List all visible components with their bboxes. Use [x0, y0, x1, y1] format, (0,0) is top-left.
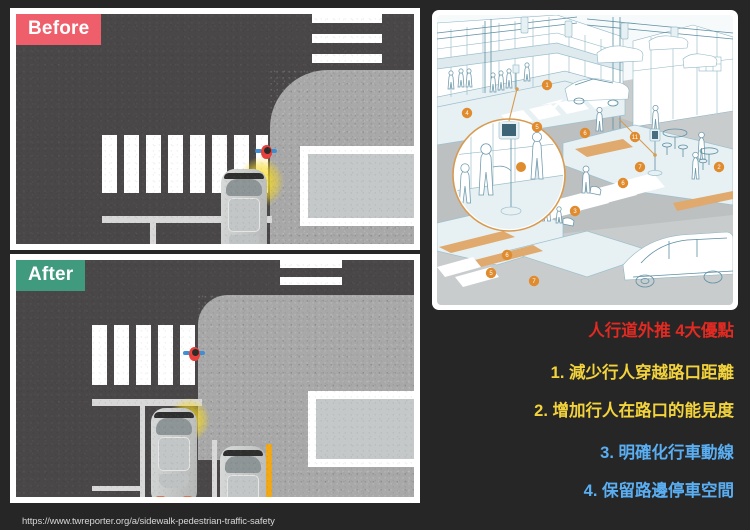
svg-text:5: 5 — [489, 271, 493, 277]
kerb-line — [102, 216, 272, 223]
parking-bay-line — [140, 406, 145, 497]
svg-text:3: 3 — [573, 209, 577, 215]
before-after-column: Before — [10, 8, 420, 527]
before-scene: Before — [16, 14, 414, 244]
car-top-down — [151, 408, 197, 497]
pedestrian-figure — [183, 345, 205, 363]
car-top-down — [220, 446, 266, 497]
vertical-crosswalk-stripe — [312, 14, 382, 23]
pedestrian-figure — [255, 143, 277, 161]
crosswalk-stripe — [114, 325, 129, 385]
before-diagram-frame: Before — [10, 8, 420, 250]
parking-bay-line — [150, 223, 156, 244]
crosswalk-stripe — [190, 135, 205, 193]
crosswalk-stripe — [124, 135, 139, 193]
svg-text:6: 6 — [583, 131, 587, 137]
before-badge: Before — [16, 14, 102, 46]
advantage-item-3: 3. 明確化行車動線 — [600, 444, 734, 462]
svg-text:1: 1 — [545, 83, 549, 89]
svg-text:5: 5 — [535, 125, 539, 131]
vertical-crosswalk-stripe — [312, 34, 382, 43]
car-top-down — [221, 169, 267, 244]
kerb-line — [92, 399, 202, 406]
advantages-list: 人行道外推 4大優點 1. 減少行人穿越路口距離 2. 增加行人在路口的能見度 … — [430, 322, 740, 522]
advantage-item-2: 2. 增加行人在路口的能見度 — [534, 402, 734, 420]
vertical-crosswalk-stripe — [280, 260, 342, 268]
intersection-illustration: .ln { fill:none; stroke:#5d8fa3; stroke-… — [437, 15, 733, 305]
parking-bay-line — [212, 440, 217, 497]
parking-bay-line — [92, 486, 142, 491]
after-badge: After — [16, 260, 86, 292]
after-scene: After — [16, 260, 414, 497]
svg-text:6: 6 — [505, 253, 509, 259]
svg-text:6: 6 — [621, 181, 625, 187]
advantages-title: 人行道外推 4大優點 — [588, 322, 734, 340]
crosswalk-stripe — [180, 325, 195, 385]
intersection-illustration-svg: .ln { fill:none; stroke:#5d8fa3; stroke-… — [437, 15, 733, 305]
after-diagram-frame: After — [10, 254, 420, 503]
svg-text:4: 4 — [465, 111, 469, 117]
crosswalk-stripe — [92, 325, 107, 385]
svg-text:2: 2 — [717, 165, 721, 171]
advantage-item-1: 1. 減少行人穿越路口距離 — [550, 364, 734, 382]
intersection-illustration-frame: .ln { fill:none; stroke:#5d8fa3; stroke-… — [432, 10, 738, 310]
svg-text:11: 11 — [632, 135, 639, 141]
vertical-crosswalk-stripe — [280, 277, 342, 285]
building-fill — [308, 154, 414, 218]
crosswalk-stripe — [158, 325, 173, 385]
vertical-crosswalk-stripe — [312, 54, 382, 63]
crosswalk-stripe — [146, 135, 161, 193]
bollard — [266, 444, 272, 497]
source-url-text: https://www.twreporter.org/a/sidewalk-pe… — [22, 516, 275, 527]
crosswalk-stripe — [136, 325, 151, 385]
advantage-item-4: 4. 保留路邊停車空間 — [583, 482, 734, 500]
building-fill — [316, 399, 414, 459]
svg-text:7: 7 — [638, 165, 642, 171]
svg-text:7: 7 — [532, 279, 536, 285]
crosswalk-stripe — [168, 135, 183, 193]
crosswalk-stripe — [102, 135, 117, 193]
